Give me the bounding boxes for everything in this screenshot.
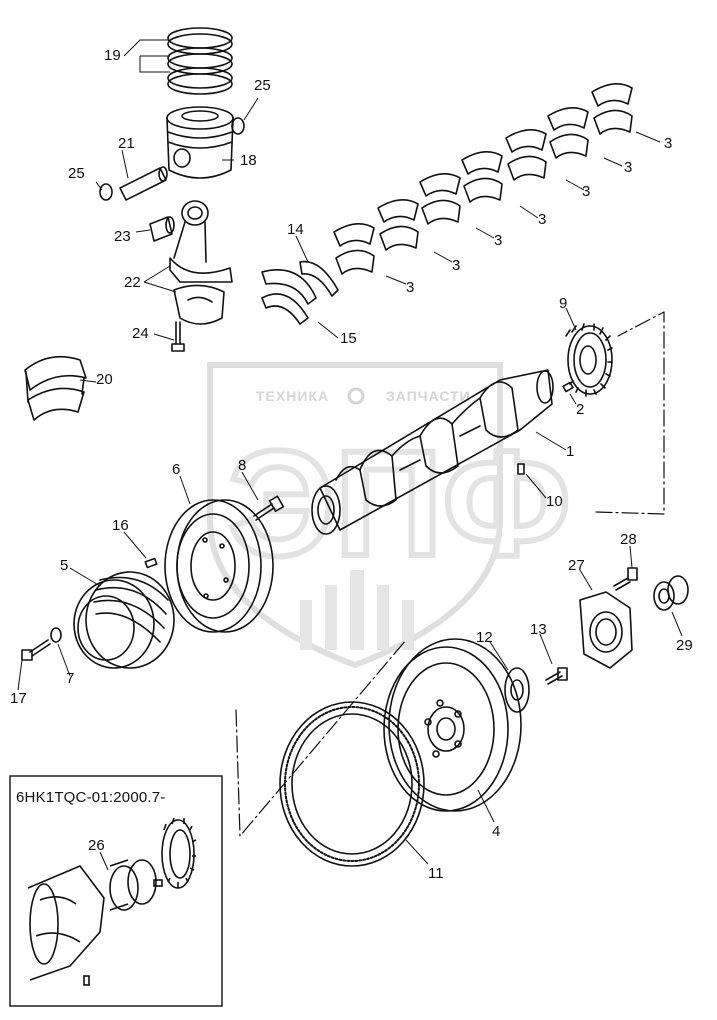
callout-9: 9 xyxy=(559,295,567,312)
callout-18: 18 xyxy=(240,152,257,169)
callout-11: 11 xyxy=(428,865,444,882)
callout-23: 23 xyxy=(114,228,131,245)
callout-25-lower: 25 xyxy=(68,165,85,182)
callout-17: 17 xyxy=(10,690,27,707)
snap-ring-upper xyxy=(231,117,245,135)
pulley-bolt xyxy=(21,639,51,661)
callout-25-upper: 25 xyxy=(254,77,271,94)
callout-14: 14 xyxy=(287,221,304,238)
callout-numbers: 19 25 21 25 18 23 22 24 20 14 15 3 3 3 3… xyxy=(10,47,693,882)
inset-parts xyxy=(27,817,197,986)
watermark-wheat-icon xyxy=(300,570,414,650)
callout-27: 27 xyxy=(568,557,585,574)
callout-3-f: 3 xyxy=(452,257,460,274)
piston xyxy=(166,106,234,179)
assembly-lines xyxy=(235,311,665,837)
damper-pin xyxy=(144,557,158,569)
callout-3-a: 3 xyxy=(664,135,672,152)
callout-24: 24 xyxy=(132,325,149,342)
leader-lines xyxy=(17,39,683,865)
flywheel-bolt xyxy=(545,667,568,685)
timing-gear xyxy=(565,323,613,397)
callout-6: 6 xyxy=(172,461,180,478)
callout-7: 7 xyxy=(66,670,74,687)
oil-seal-retainer xyxy=(579,591,633,669)
callout-21: 21 xyxy=(118,135,135,152)
watermark-shield xyxy=(207,362,503,669)
flywheel xyxy=(383,638,522,812)
piston-pin xyxy=(119,166,168,201)
callout-20: 20 xyxy=(96,371,113,388)
conrod-bearing-shell xyxy=(24,355,87,421)
watermark-gear-icon xyxy=(347,387,365,405)
callout-5: 5 xyxy=(60,557,68,574)
callout-28: 28 xyxy=(620,531,637,548)
callout-15: 15 xyxy=(340,330,357,347)
callout-1: 1 xyxy=(566,443,574,460)
callout-4: 4 xyxy=(492,823,500,840)
callout-16: 16 xyxy=(112,517,129,534)
thrust-washers xyxy=(261,260,339,325)
main-bearings xyxy=(333,83,633,275)
callout-22: 22 xyxy=(124,274,141,291)
callout-8: 8 xyxy=(238,457,246,474)
crankshaft xyxy=(311,369,554,535)
crankshaft-damper xyxy=(164,499,274,633)
connecting-rod xyxy=(169,200,233,325)
callout-10: 10 xyxy=(546,493,563,510)
retainer-bolt xyxy=(613,567,638,591)
callout-19: 19 xyxy=(104,47,121,64)
callout-3-e: 3 xyxy=(494,232,502,249)
ring-gear xyxy=(279,701,425,867)
watermark-right-word: ЗАПЧАСТИ xyxy=(386,388,471,404)
crank-key xyxy=(562,381,574,393)
callout-29: 29 xyxy=(676,637,693,654)
callout-3-c: 3 xyxy=(582,183,590,200)
rod-bolt xyxy=(171,321,185,352)
callout-3-b: 3 xyxy=(624,159,632,176)
inset-variant-box: 6HK1TQC-01:2000.7- 26 xyxy=(9,775,223,1007)
watermark-left-word: ТЕХНИКА xyxy=(256,388,329,404)
pulley-washer xyxy=(50,627,62,643)
dowel-pin xyxy=(517,463,525,475)
callout-3-d: 3 xyxy=(538,211,546,228)
inset-collar xyxy=(109,865,139,911)
callout-2: 2 xyxy=(576,401,584,418)
crankshaft-pulley xyxy=(73,571,175,669)
callout-26: 26 xyxy=(88,837,105,854)
piston-rings xyxy=(167,27,233,95)
small-end-bushing xyxy=(149,216,175,242)
callout-13: 13 xyxy=(530,621,547,638)
callout-3-g: 3 xyxy=(406,279,414,296)
snap-ring-lower xyxy=(99,183,113,201)
damper-bolt xyxy=(253,495,285,521)
callout-12: 12 xyxy=(476,629,493,646)
inset-title: 6HK1TQC-01:2000.7- xyxy=(16,789,166,806)
flywheel-plate xyxy=(504,667,530,713)
watermark: ЭПФ ТЕХНИКА ЗАПЧАСТИ xyxy=(207,362,574,669)
pilot-bearing xyxy=(653,575,689,611)
watermark-emblem: ЭПФ xyxy=(228,419,571,587)
